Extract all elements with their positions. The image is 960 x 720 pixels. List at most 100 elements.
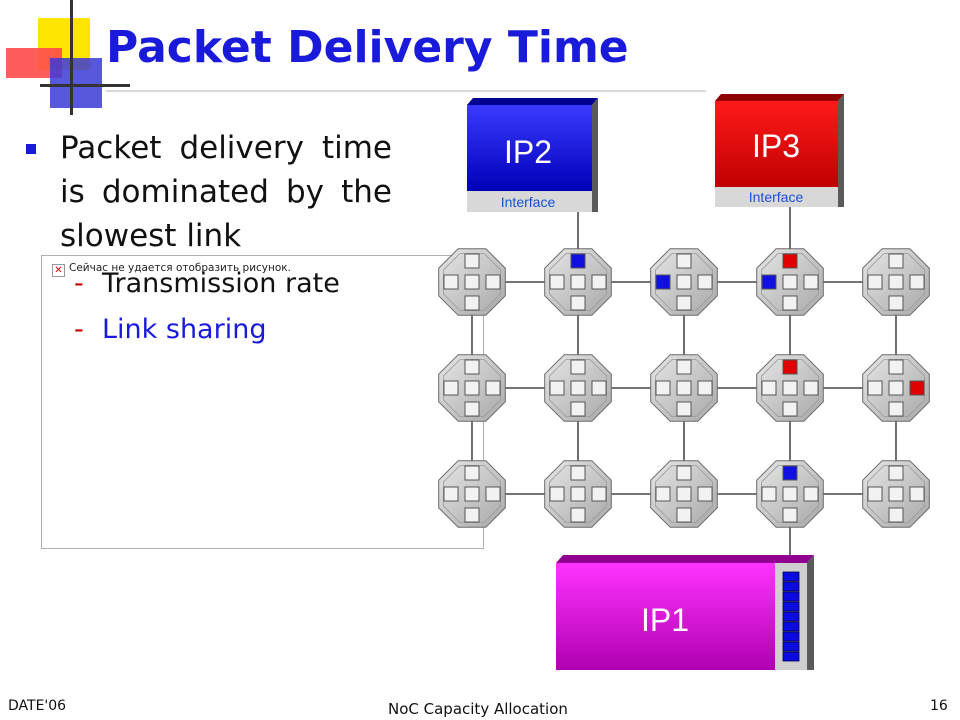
router-port-top [676,359,692,375]
sub-bullet-link-sharing: -Link sharing [74,314,266,345]
router-bevel [549,358,607,418]
router-port-left [761,380,777,396]
title-underline [106,90,706,92]
router-port-right [803,380,819,396]
queue-slot [782,581,800,592]
ip1-block: IP1 [556,555,814,670]
router-bevel [761,464,819,523]
router-port-bottom [888,507,904,523]
router-port-right [803,486,819,502]
router-port-bottom [464,401,480,417]
router-port-bottom [676,295,692,311]
router-port-center [782,274,798,290]
ip3-block: IP3 Interface [715,94,844,207]
router-port-left [655,274,671,290]
main-bullet-text: Packet delivery time is dominated by the… [60,130,392,254]
router-port-left [655,486,671,502]
queue-slot [782,611,800,622]
router [544,354,612,422]
router [650,354,718,422]
router-port-right [591,274,607,290]
router-port-center [464,380,480,396]
router-bevel [867,252,925,312]
router-port-top [676,465,692,481]
router-port-right [591,486,607,502]
router-port-right [909,486,925,502]
slide-title: Packet Delivery Time [106,22,629,73]
router-port-bottom [782,401,798,417]
router-port-left [761,486,777,502]
router-port-right [591,380,607,396]
router-bevel [655,464,713,523]
router-port-right [803,274,819,290]
queue-slot [782,591,800,602]
router [438,248,506,316]
router-port-center [570,380,586,396]
footer-page-number: 16 [930,698,948,714]
router-port-left [761,274,777,290]
queue-slot [782,601,800,612]
router-bevel [442,464,502,523]
router-bevel [549,252,607,312]
broken-image-icon: ✕ [52,264,65,277]
router [756,354,824,422]
router [544,248,612,316]
router [862,354,930,422]
router-port-right [909,380,925,396]
router-port-left [549,274,565,290]
router-port-right [485,380,501,396]
sub-bullet-text: Link sharing [102,314,267,345]
router [756,248,824,316]
router-port-center [464,486,480,502]
router [862,460,930,528]
router-port-top [782,359,798,375]
ip2-block: IP2 Interface [467,98,598,212]
router-port-bottom [888,295,904,311]
router-port-center [570,486,586,502]
queue-slot [782,641,800,652]
router-port-left [867,274,883,290]
router [438,354,506,422]
router-port-bottom [782,295,798,311]
router-port-bottom [676,507,692,523]
router-port-top [570,253,586,269]
ip3-label: IP3 [752,128,800,164]
sub-bullet-dash: - [74,314,84,345]
mesh-routers [438,248,930,528]
router-port-center [464,274,480,290]
router-port-bottom [782,507,798,523]
router [756,460,824,528]
router-bevel [761,252,819,312]
router [438,460,506,528]
router-port-left [549,380,565,396]
footer-conference: DATE'06 [8,698,67,714]
router-bevel [442,252,502,312]
router-port-left [867,380,883,396]
router-port-bottom [464,507,480,523]
queue-slot [782,571,800,582]
broken-image-message: Сейчас не удается отобразить рисунок. [69,262,291,274]
sub-bullet-dash: - [74,268,84,299]
router-port-right [485,274,501,290]
router [650,460,718,528]
router-port-top [464,359,480,375]
bullet-square-icon [26,144,36,154]
slide-logo-decoration [6,0,130,115]
router-port-top [570,359,586,375]
router-port-left [443,274,459,290]
router-port-top [464,465,480,481]
router-port-center [570,274,586,290]
router-port-top [676,253,692,269]
router-port-top [888,253,904,269]
router-port-bottom [464,295,480,311]
router-port-center [676,274,692,290]
router-port-top [570,465,586,481]
router-port-right [697,380,713,396]
router-port-center [676,380,692,396]
router-bevel [549,464,607,523]
router-port-top [782,465,798,481]
router-port-right [697,486,713,502]
router-bevel [761,358,819,418]
router [862,248,930,316]
